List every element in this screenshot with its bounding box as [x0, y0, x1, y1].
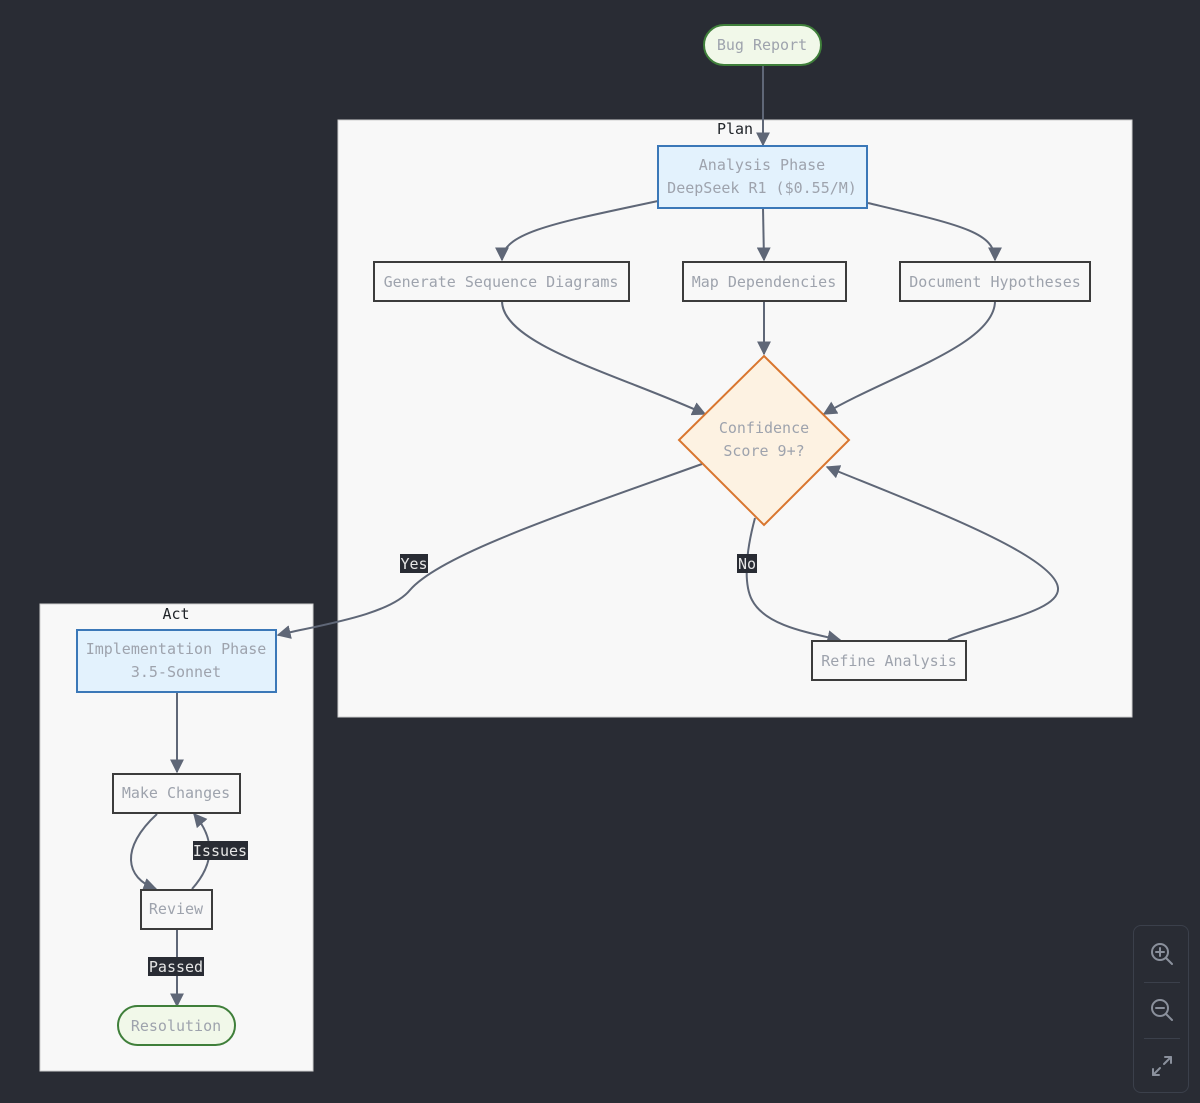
node-implementation-phase[interactable]: Implementation Phase 3.5-Sonnet [76, 629, 277, 693]
node-implementation-phase-line2: 3.5-Sonnet [131, 663, 221, 681]
node-map-dependencies[interactable]: Map Dependencies [682, 261, 847, 302]
node-confidence-decision[interactable]: Confidence Score 9+? [677, 354, 851, 527]
zoom-out-icon [1151, 999, 1173, 1021]
edge-analysis-to-hypotheses [867, 202, 1002, 262]
edge-make-changes-to-review [130, 813, 158, 892]
node-confidence-line1: Confidence [719, 419, 809, 437]
edge-hypotheses-to-confidence [822, 300, 996, 415]
edge-analysis-to-dependencies [756, 207, 771, 262]
node-review-label: Review [149, 900, 204, 918]
zoom-controls [1133, 925, 1189, 1093]
zoom-in-icon [1151, 943, 1173, 965]
edge-label-issues: Issues [193, 841, 248, 860]
node-make-changes[interactable]: Make Changes [112, 773, 241, 814]
node-analysis-phase-line2: DeepSeek R1 ($0.55/M) [667, 179, 857, 197]
node-refine-analysis-label: Refine Analysis [821, 652, 956, 670]
edge-confidence-no-to-refine [745, 517, 842, 645]
edge-sequence-to-confidence [501, 300, 707, 416]
node-implementation-phase-line1: Implementation Phase [86, 640, 267, 658]
svg-text:Yes: Yes [400, 555, 427, 573]
node-bug-report[interactable]: Bug Report [703, 24, 822, 66]
edge-confidence-yes-to-implementation [276, 463, 703, 639]
cluster-plan-title: Plan [717, 120, 753, 138]
node-bug-report-label: Bug Report [717, 36, 807, 54]
node-review[interactable]: Review [140, 889, 213, 930]
node-generate-sequence-diagrams-label: Generate Sequence Diagrams [384, 273, 619, 291]
node-document-hypotheses[interactable]: Document Hypotheses [899, 261, 1091, 302]
edge-label-no: No [737, 554, 757, 573]
cluster-act-title: Act [162, 605, 189, 623]
node-resolution-label: Resolution [131, 1017, 221, 1035]
svg-text:Passed: Passed [149, 958, 203, 976]
node-map-dependencies-label: Map Dependencies [692, 273, 837, 291]
edge-label-passed: Passed [148, 957, 204, 976]
node-confidence-line2: Score 9+? [723, 442, 804, 460]
node-analysis-phase[interactable]: Analysis Phase DeepSeek R1 ($0.55/M) [657, 145, 868, 209]
node-analysis-phase-line1: Analysis Phase [699, 156, 825, 174]
edge-refine-to-confidence [825, 465, 1060, 641]
controls-divider [1144, 982, 1180, 983]
node-refine-analysis[interactable]: Refine Analysis [811, 640, 967, 681]
node-make-changes-label: Make Changes [122, 784, 230, 802]
fit-screen-button[interactable] [1134, 1038, 1190, 1094]
node-resolution[interactable]: Resolution [117, 1005, 236, 1046]
svg-text:Issues: Issues [193, 842, 247, 860]
fit-screen-icon [1152, 1056, 1172, 1076]
svg-text:No: No [738, 555, 756, 573]
edge-analysis-to-sequence [495, 200, 659, 262]
controls-divider [1144, 1038, 1180, 1039]
zoom-in-button[interactable] [1134, 926, 1190, 982]
edge-label-yes: Yes [400, 554, 428, 573]
zoom-out-button[interactable] [1134, 982, 1190, 1038]
node-generate-sequence-diagrams[interactable]: Generate Sequence Diagrams [373, 261, 630, 302]
node-document-hypotheses-label: Document Hypotheses [909, 273, 1081, 291]
